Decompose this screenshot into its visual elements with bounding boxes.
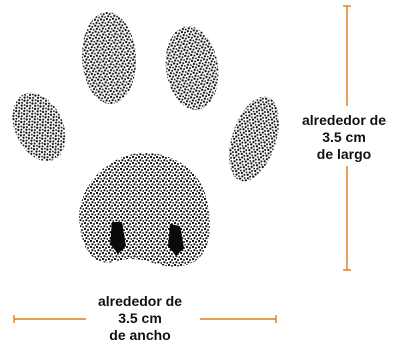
length-label-line1: alrededor de — [296, 112, 392, 129]
heel-pad — [79, 153, 210, 267]
width-label-line3: de ancho — [84, 327, 196, 344]
length-label: alrededor de 3.5 cm de largo — [296, 112, 392, 163]
width-label-line1: alrededor de — [84, 293, 196, 310]
length-label-line2: 3.5 cm — [296, 129, 392, 146]
toe-pad-top-right — [160, 23, 223, 113]
width-label: alrededor de 3.5 cm de ancho — [84, 293, 196, 344]
toe-pad-top-left — [80, 11, 139, 106]
toe-pad-far-left — [2, 84, 76, 170]
width-label-line2: 3.5 cm — [84, 310, 196, 327]
toe-pad-far-right — [219, 90, 288, 187]
length-label-line3: de largo — [296, 146, 392, 163]
